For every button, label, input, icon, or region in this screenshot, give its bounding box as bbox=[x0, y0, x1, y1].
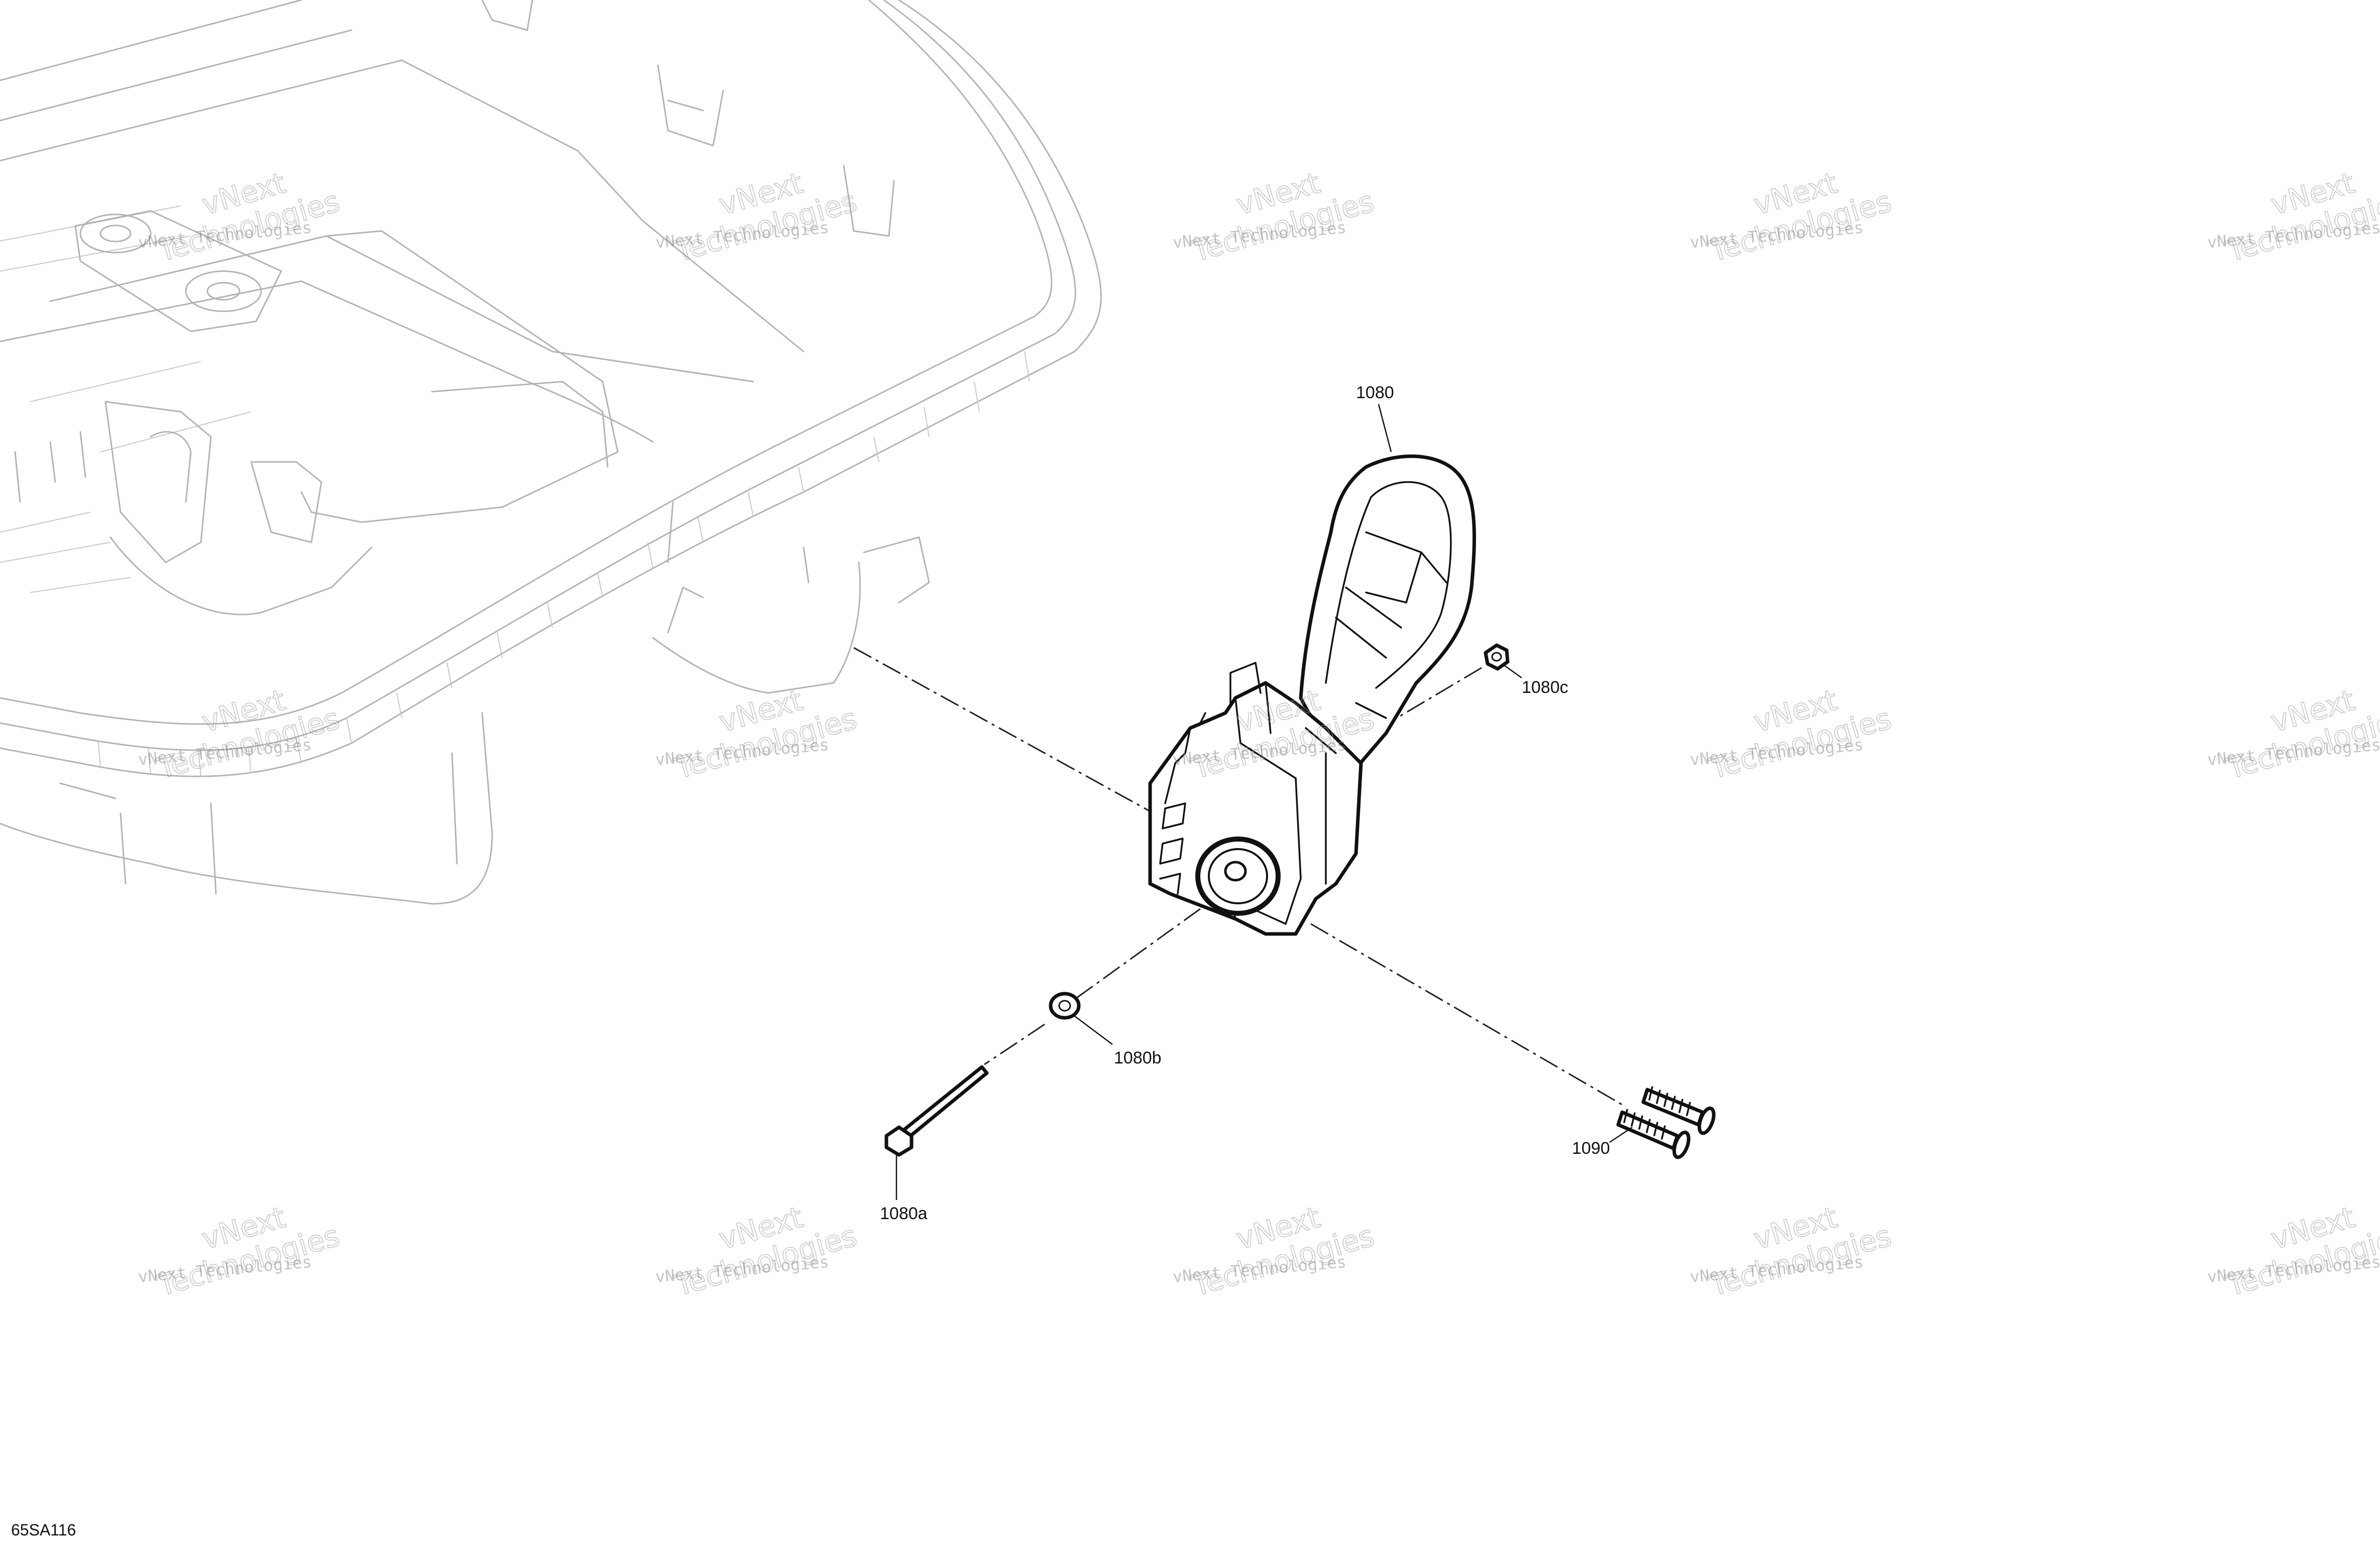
leader-lines bbox=[895, 404, 1633, 1200]
assembly-lines bbox=[853, 647, 1623, 1106]
screws bbox=[1616, 1086, 1716, 1159]
callout-labels: 1080 1080c 1080b 1080a 1090 bbox=[880, 383, 1610, 1223]
callout-1080: 1080 bbox=[1356, 383, 1394, 402]
vehicle-body-ghost bbox=[0, 0, 1102, 905]
callout-1080a: 1080a bbox=[880, 1204, 928, 1223]
screw-lower bbox=[1616, 1109, 1690, 1159]
nut bbox=[1484, 643, 1510, 671]
washer bbox=[1049, 992, 1081, 1020]
callout-1080b: 1080b bbox=[1114, 1048, 1162, 1067]
assembly-line-nut bbox=[1345, 667, 1482, 749]
assembly-line-screws bbox=[1310, 923, 1623, 1106]
figure-id: 65SA116 bbox=[11, 1521, 76, 1539]
screw-upper bbox=[1641, 1086, 1716, 1135]
callout-1090: 1090 bbox=[1572, 1139, 1610, 1158]
bolt bbox=[884, 1065, 989, 1157]
pedal-bracket bbox=[1148, 454, 1477, 936]
callout-1080c: 1080c bbox=[1522, 678, 1568, 697]
assembly-line-bolt bbox=[984, 908, 1201, 1065]
assembly-line-bracket bbox=[853, 647, 1191, 835]
